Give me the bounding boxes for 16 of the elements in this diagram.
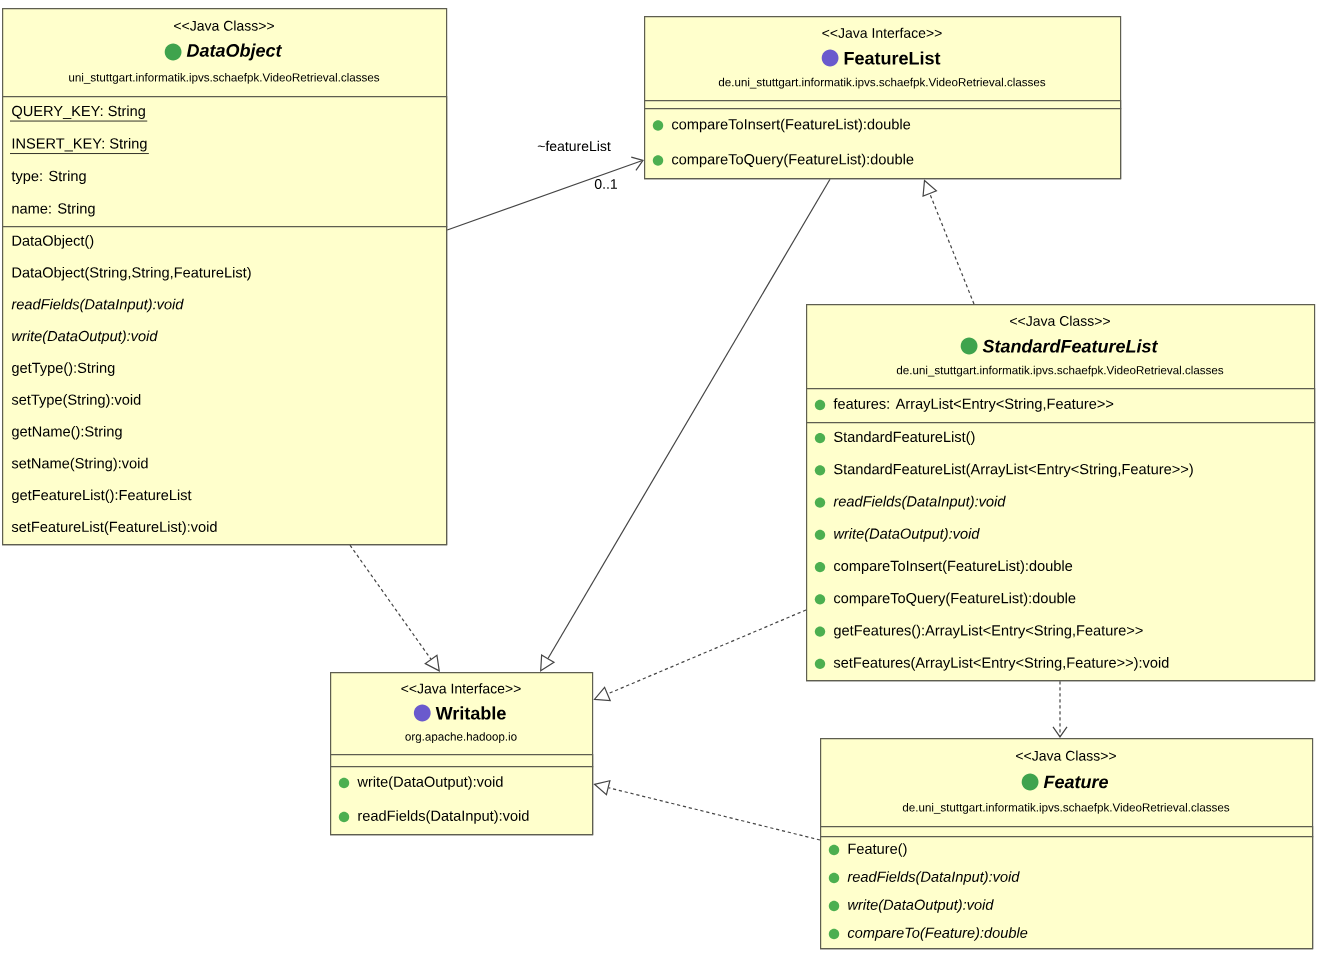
empty-compartment	[820, 826, 1314, 838]
relation-arrow	[540, 178, 831, 672]
association-arrow	[446, 156, 644, 231]
compartment	[2, 96, 448, 228]
relation-arrow	[349, 544, 440, 672]
class-name: Feature	[1043, 775, 1108, 789]
class-name: StandardFeatureList	[982, 339, 1159, 353]
relation-arrow	[593, 609, 807, 702]
empty-compartment	[330, 754, 594, 768]
relation-arrow	[922, 179, 975, 305]
class-name: Writable	[435, 706, 506, 720]
class-name: FeatureList	[844, 51, 941, 65]
class-name: DataObject	[186, 43, 283, 61]
compartment	[806, 388, 1316, 424]
relation-arrow	[1052, 680, 1068, 738]
compartment	[644, 108, 1122, 180]
